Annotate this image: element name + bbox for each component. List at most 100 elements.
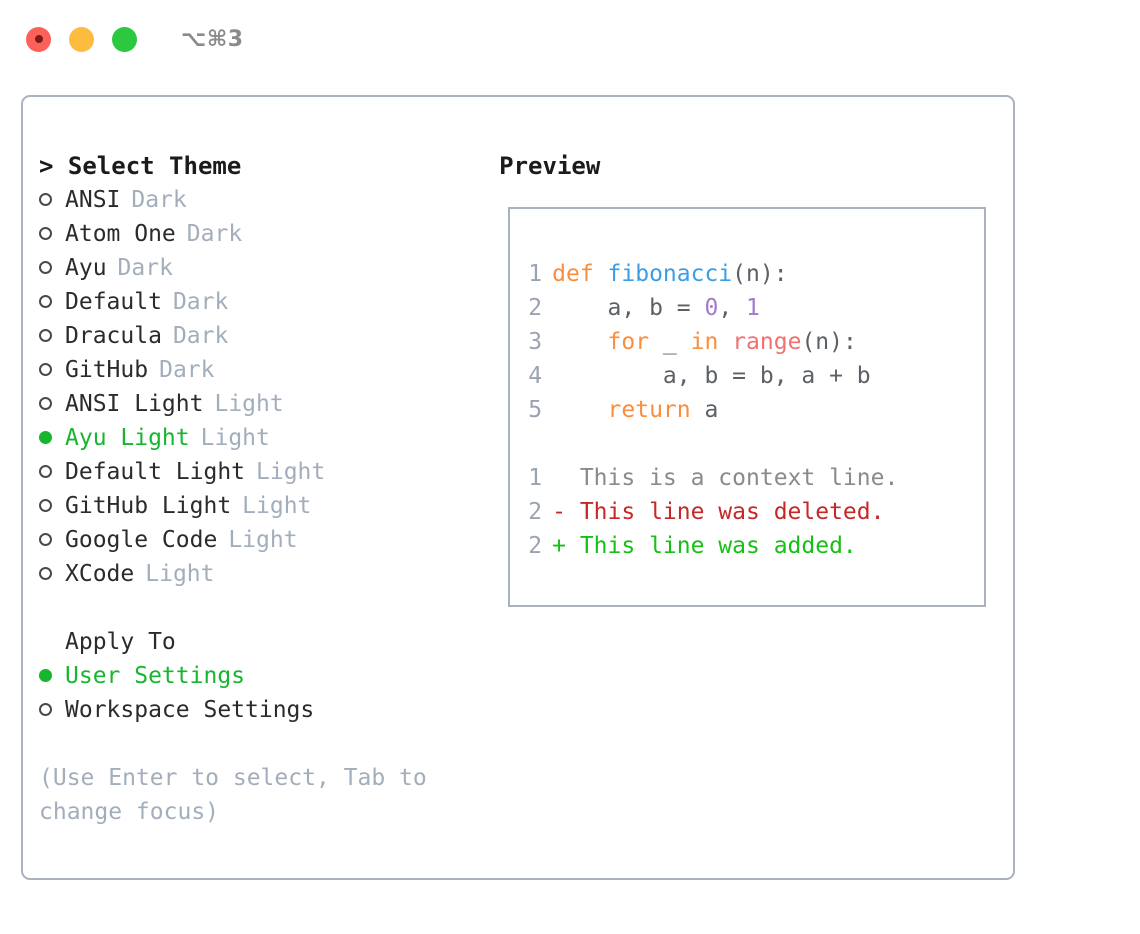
close-button[interactable]: [26, 26, 51, 52]
radio-unselected-icon: [39, 556, 65, 590]
line-number: 2: [528, 533, 543, 559]
token-plain: [552, 397, 607, 423]
diff-line: 2 + This line was added.: [510, 529, 984, 563]
radio-unselected-icon: [39, 284, 65, 318]
option-variant: Dark: [186, 221, 243, 247]
code-text: a, b = 0, 1: [552, 291, 760, 325]
line-number: 5: [528, 397, 543, 423]
maximize-button[interactable]: [112, 26, 137, 52]
token-plain: _: [649, 329, 691, 355]
token-plain: [552, 329, 607, 355]
option-label: Workspace Settings: [65, 697, 315, 723]
option-variant: Light: [228, 527, 298, 553]
option-label: GitHub Light: [65, 493, 232, 519]
token-plain: [718, 329, 732, 355]
option-label: XCode: [65, 561, 135, 587]
option-variant: Light: [214, 391, 284, 417]
token-kw: in: [690, 329, 719, 355]
token-kw: return: [607, 397, 691, 423]
line-number: 1: [528, 261, 543, 287]
window-title: ⌥⌘3: [181, 26, 244, 52]
option-variant: Dark: [117, 255, 173, 281]
apply-option-workspace-settings[interactable]: Workspace Settings: [39, 693, 491, 727]
theme-option-xcode[interactable]: XCode Light: [39, 557, 491, 591]
radio-unselected-icon: [39, 182, 65, 216]
token-fn: fibonacci: [607, 261, 733, 287]
code-line: 5 return a: [510, 393, 984, 427]
option-label: ANSI: [65, 187, 121, 213]
theme-option-ansi-light[interactable]: ANSI Light Light: [39, 387, 491, 421]
radio-unselected-icon: [39, 250, 65, 284]
token-plain: ,: [718, 295, 747, 321]
code-text: for _ in range(n):: [552, 325, 857, 359]
code-diff-separator: [510, 427, 984, 461]
option-label: GitHub: [65, 357, 149, 383]
select-theme-heading: > Select Theme: [39, 152, 242, 180]
line-number: 2: [528, 499, 543, 525]
theme-option-github-light[interactable]: GitHub Light Light: [39, 489, 491, 523]
token-kw: def: [552, 261, 608, 287]
line-number: 4: [528, 363, 543, 389]
line-number: 3: [528, 329, 543, 355]
option-variant: Dark: [131, 187, 187, 213]
diff-sample: 1 This is a context line. 2 - This line wa…: [510, 461, 984, 563]
theme-option-ayu[interactable]: Ayu Dark: [39, 251, 491, 285]
token-num: 1: [746, 295, 760, 321]
theme-option-ansi[interactable]: ANSI Dark: [39, 183, 491, 217]
option-variant: Dark: [172, 289, 229, 315]
diff-text: - This line was deleted.: [552, 499, 885, 525]
theme-option-atom-one[interactable]: Atom One Dark: [39, 217, 491, 251]
option-label: Atom One: [65, 221, 176, 247]
option-label: User Settings: [65, 663, 246, 689]
option-label: ANSI Light: [65, 391, 204, 417]
code-line: 3 for _ in range(n):: [510, 325, 984, 359]
apply-option-user-settings[interactable]: User Settings: [39, 659, 491, 693]
radio-unselected-icon: [39, 522, 65, 556]
option-variant: Light: [256, 459, 326, 485]
option-variant: Dark: [172, 323, 229, 349]
radio-unselected-icon: [39, 488, 65, 522]
code-text: return a: [552, 393, 719, 427]
theme-option-ayu-light[interactable]: Ayu Light Light: [39, 421, 491, 455]
diff-text: + This line was added.: [552, 533, 857, 559]
option-variant: Light: [242, 493, 312, 519]
token-kw: for: [607, 329, 650, 355]
option-label: Default Light: [65, 459, 246, 485]
option-label: Ayu Light: [65, 425, 190, 451]
title-bar: ⌥⌘3: [0, 0, 1140, 78]
radio-unselected-icon: [39, 454, 65, 488]
preview-heading: Preview: [499, 152, 601, 180]
code-text: a, b = b, a + b: [552, 359, 871, 393]
radio-unselected-icon: [39, 216, 65, 250]
option-variant: Dark: [159, 357, 215, 383]
minimize-button[interactable]: [69, 26, 94, 52]
option-variant: Light: [145, 561, 215, 587]
line-number: 2: [528, 295, 543, 321]
diff-line: 2 - This line was deleted.: [510, 495, 984, 529]
theme-option-default-light[interactable]: Default Light Light: [39, 455, 491, 489]
code-line: 1 def fibonacci(n):: [510, 257, 984, 291]
code-line: 2 a, b = 0, 1: [510, 291, 984, 325]
theme-option-github[interactable]: GitHub Dark: [39, 353, 491, 387]
radio-unselected-icon: [39, 352, 65, 386]
code-line: 4 a, b = b, a + b: [510, 359, 984, 393]
keyboard-hint: (Use Enter to select, Tab to change focu…: [39, 765, 427, 825]
code-text: def fibonacci(n):: [552, 257, 787, 291]
diff-text: This is a context line.: [552, 465, 899, 491]
radio-unselected-icon: [39, 692, 65, 726]
option-variant: Light: [200, 425, 270, 451]
radio-unselected-icon: [39, 386, 65, 420]
token-plain: (n):: [801, 329, 857, 355]
option-label: Ayu: [65, 255, 107, 281]
window-controls: [26, 26, 137, 52]
diff-line: 1 This is a context line.: [510, 461, 984, 495]
